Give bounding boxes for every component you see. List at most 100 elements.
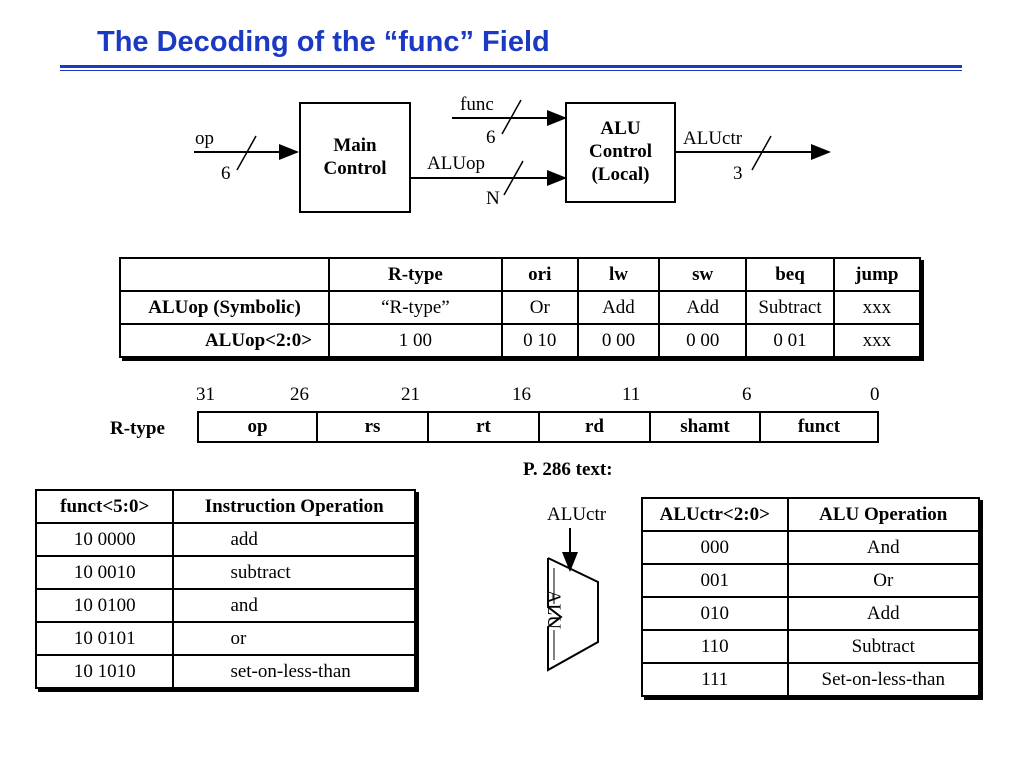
header-cell: jump [832, 257, 922, 292]
row-label: ALUop (Symbolic) [118, 290, 331, 325]
aluop-table-header: R-type ori lw sw beq jump [118, 257, 922, 292]
aluop-label: ALUop [427, 153, 486, 174]
table-cell: 0 10 [500, 323, 579, 358]
table-cell: 010 [641, 596, 789, 631]
title-rule [60, 65, 962, 68]
table-row: 001 Or [641, 563, 981, 598]
aluop-width-label: N [486, 188, 500, 209]
field-op: op [199, 413, 318, 441]
title-rule-thin [60, 70, 962, 71]
table-cell: and [172, 588, 416, 623]
table-cell: subtract [172, 555, 416, 590]
func-label: func [460, 94, 494, 115]
header-cell: R-type [328, 257, 503, 292]
table-row: 10 0101 or [34, 621, 416, 656]
table-cell: 001 [641, 563, 789, 598]
alu-input-label: ALUctr [547, 504, 607, 525]
header-cell: lw [576, 257, 661, 292]
table-cell: Subtract [745, 290, 835, 325]
page-title: The Decoding of the “func” Field [97, 26, 550, 58]
bit-position: 16 [512, 384, 531, 405]
alu-body-label: ALU [543, 590, 564, 630]
table-cell: “R-type” [328, 290, 503, 325]
op-label: op [195, 128, 214, 149]
bit-position: 11 [622, 384, 641, 405]
table-cell: Or [786, 563, 981, 598]
table-cell: 10 0100 [34, 588, 175, 623]
table-cell: xxx [832, 290, 922, 325]
table-row: 010 Add [641, 596, 981, 631]
table-cell: Add [786, 596, 981, 631]
row-label: ALUop<2:0> [118, 323, 331, 358]
table-cell: Add [658, 290, 748, 325]
table-row: 000 And [641, 530, 981, 565]
control-diagram-wires [194, 99, 831, 196]
table-cell: And [786, 530, 981, 565]
aluctr-table: ALUctr<2:0> ALU Operation 000 And 001 Or… [641, 497, 981, 697]
table-cell: 0 01 [745, 323, 835, 358]
header-cell: sw [658, 257, 748, 292]
header-cell: funct<5:0> [34, 489, 175, 524]
header-cell: ori [500, 257, 579, 292]
header-cell: beq [745, 257, 835, 292]
funct-table: funct<5:0> Instruction Operation 10 0000… [34, 489, 416, 689]
op-width-label: 6 [221, 163, 231, 184]
funct-table-header: funct<5:0> Instruction Operation [34, 489, 416, 524]
bit-position: 26 [290, 384, 309, 405]
aluctr-label: ALUctr [683, 128, 743, 149]
table-cell: 0 00 [576, 323, 661, 358]
table-cell: add [172, 522, 416, 557]
field-rd: rd [540, 413, 651, 441]
rtype-format-box: op rs rt rd shamt funct [197, 411, 879, 443]
table-row: 10 1010 set-on-less-than [34, 654, 416, 689]
table-cell: set-on-less-than [172, 654, 416, 689]
aluop-width-slash [503, 160, 524, 196]
table-row: 10 0100 and [34, 588, 416, 623]
header-cell: ALUctr<2:0> [641, 497, 789, 532]
field-rs: rs [318, 413, 429, 441]
bit-position: 21 [401, 384, 420, 405]
field-funct: funct [797, 416, 841, 437]
table-row: 110 Subtract [641, 629, 981, 664]
table-row: 111 Set-on-less-than [641, 662, 981, 697]
table-cell: Set-on-less-than [786, 662, 981, 697]
bit-position: 0 [870, 384, 880, 405]
aluctr-width-slash [751, 135, 772, 171]
table-row: ALUop (Symbolic) “R-type” Or Add Add Sub… [118, 290, 922, 325]
func-width-label: 6 [486, 127, 496, 148]
table-row: 10 0000 add [34, 522, 416, 557]
table-cell: 1 00 [328, 323, 503, 358]
bit-position: 31 [196, 384, 215, 405]
page-reference: P. 286 text: [523, 459, 613, 480]
field-rt: rt [429, 413, 540, 441]
op-width-slash [236, 135, 257, 171]
table-cell: 110 [641, 629, 789, 664]
aluctr-table-header: ALUctr<2:0> ALU Operation [641, 497, 981, 532]
aluop-table: R-type ori lw sw beq jump ALUop (Symboli… [118, 257, 922, 358]
bit-position: 6 [742, 384, 752, 405]
header-cell [118, 257, 331, 292]
rtype-label: R-type [110, 418, 165, 439]
table-row: ALUop<2:0> 1 00 0 10 0 00 0 00 0 01 xxx [118, 323, 922, 358]
table-cell: 000 [641, 530, 789, 565]
table-cell: 10 1010 [34, 654, 175, 689]
header-cell: Instruction Operation [172, 489, 416, 524]
table-cell: xxx [832, 323, 922, 358]
table-cell: 0 00 [658, 323, 748, 358]
header-cell: ALU Operation [786, 497, 981, 532]
table-cell: 10 0010 [34, 555, 175, 590]
table-cell: 10 0101 [34, 621, 175, 656]
table-cell: 10 0000 [34, 522, 175, 557]
table-cell: Or [500, 290, 579, 325]
table-cell: 111 [641, 662, 789, 697]
alu-symbol [547, 528, 599, 672]
table-cell: Add [576, 290, 661, 325]
table-row: 10 0010 subtract [34, 555, 416, 590]
aluctr-width-label: 3 [733, 163, 743, 184]
table-cell: or [172, 621, 416, 656]
func-width-slash [501, 99, 522, 135]
field-shamt: shamt [651, 413, 761, 441]
table-cell: Subtract [786, 629, 981, 664]
